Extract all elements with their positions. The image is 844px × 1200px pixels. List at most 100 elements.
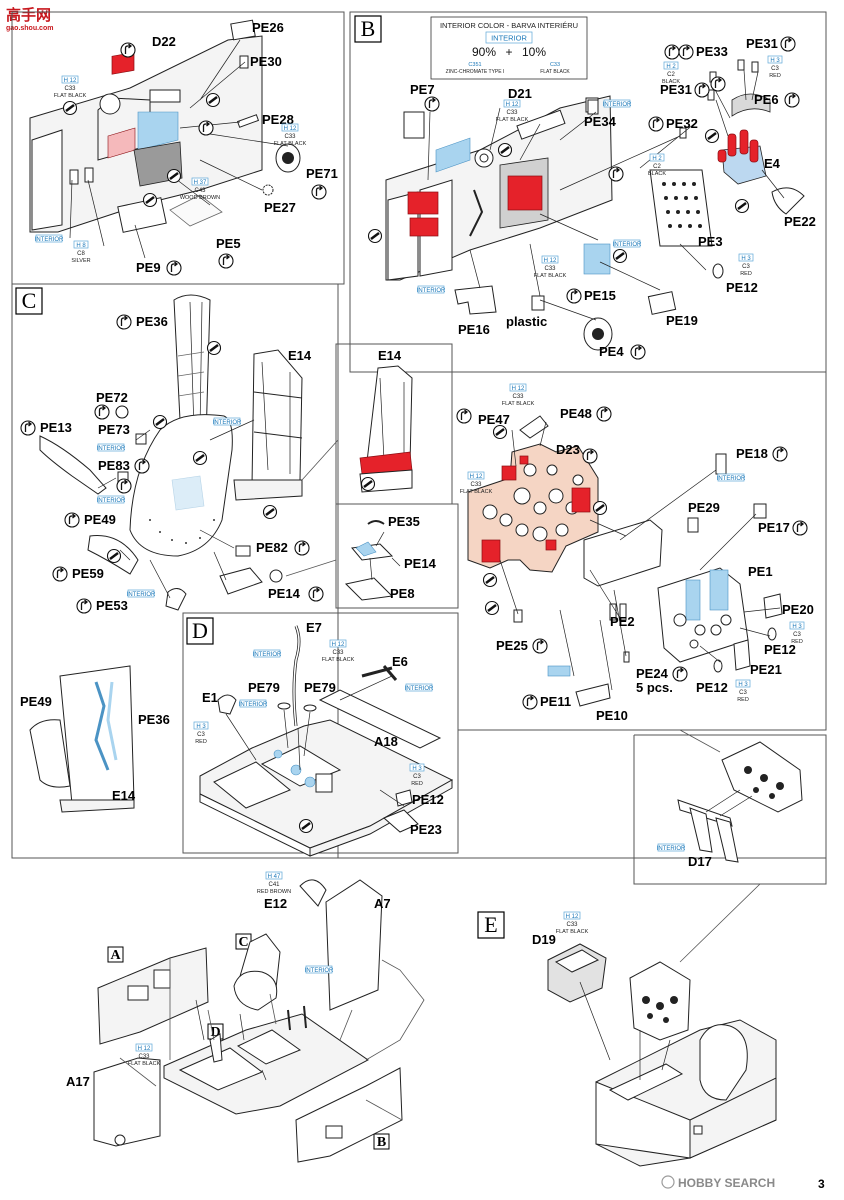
label-pe26: PE26 (252, 20, 284, 35)
label-pe12-e: PE12 (764, 642, 796, 657)
svg-text:INTERIOR: INTERIOR (97, 498, 126, 504)
svg-text:H 12: H 12 (506, 102, 519, 108)
label-pe6: PE6 (754, 92, 779, 107)
mix-name-1: ZINC-CHROMATE TYPE I (446, 69, 505, 75)
label-pe14-c: PE14 (268, 586, 301, 601)
color-code-a-h37-c43: H 37 C43 WOOD BROWN (180, 177, 220, 201)
label-pe53: PE53 (96, 598, 128, 613)
color-code-c-interior-b: INTERIOR (97, 443, 126, 452)
color-code-b-h2-c2-b: H 2 C2 BLACK (648, 153, 666, 177)
d23-holes (482, 463, 584, 542)
color-code-b-interior-a: INTERIOR (603, 99, 632, 108)
color-code-a-h12-c33: H 12 C33 FLAT BLACK (54, 75, 87, 99)
interior-color-legend: INTERIOR COLOR - BARVA INTERIÉRU INTERIO… (430, 16, 588, 80)
label-a7: A7 (374, 896, 391, 911)
logo-cn: 高手网 (6, 6, 51, 24)
label-pe24: PE24 (636, 666, 669, 681)
color-code-i-h12-c33-a: H 12 C33 FLAT BLACK (502, 383, 535, 407)
color-code-b-h12-c33: H 12 C33 FLAT BLACK (496, 99, 529, 123)
svg-text:BLACK: BLACK (662, 79, 680, 85)
interior-color-tag: INTERIOR (491, 34, 527, 43)
label-pe8: PE8 (390, 586, 415, 601)
label-pe27: PE27 (264, 200, 296, 215)
svg-text:C33: C33 (284, 134, 296, 140)
label-pe79-b: PE79 (304, 680, 336, 695)
section-e-marker: E (484, 912, 497, 937)
label-pe29: PE29 (688, 500, 720, 515)
label-pe73: PE73 (98, 422, 130, 437)
label-pe9: PE9 (136, 260, 161, 275)
svg-text:H 3: H 3 (196, 724, 206, 730)
label-e1: E1 (202, 690, 218, 705)
label-a17: A17 (66, 1074, 90, 1089)
svg-text:RED: RED (740, 271, 752, 277)
label-pe2: PE2 (610, 614, 635, 629)
svg-text:FLAT BLACK: FLAT BLACK (534, 273, 567, 279)
label-pe82: PE82 (256, 540, 288, 555)
watermark-text: HOBBY SEARCH (678, 1176, 775, 1190)
label-pe31-a: PE31 (746, 36, 778, 51)
svg-text:WOOD BROWN: WOOD BROWN (180, 195, 220, 201)
label-pe4: PE4 (599, 344, 624, 359)
svg-text:FLAT BLACK: FLAT BLACK (496, 117, 529, 123)
svg-text:C3: C3 (793, 632, 801, 638)
label-a18: A18 (374, 734, 398, 749)
label-pe1: PE1 (748, 564, 773, 579)
color-code-b-h3-c3-a: H 3 C3 RED (767, 55, 783, 79)
color-code-e-h12-c33: H 12 C33 FLAT BLACK (556, 911, 589, 935)
svg-text:FLAT BLACK: FLAT BLACK (54, 93, 87, 99)
color-code-d-interior-b: INTERIOR (405, 683, 434, 692)
svg-text:FLAT BLACK: FLAT BLACK (460, 489, 493, 495)
label-plastic: plastic (506, 314, 547, 329)
pe3-dots-grid (662, 182, 702, 228)
svg-text:H 12: H 12 (544, 258, 557, 264)
label-e4: E4 (764, 156, 781, 171)
section-b-small-marker: B (377, 1135, 386, 1150)
label-pe49-b: PE49 (20, 694, 52, 709)
label-e14-d: E14 (378, 348, 402, 363)
svg-text:H 3: H 3 (792, 624, 802, 630)
svg-text:C3: C3 (197, 732, 205, 738)
label-d21: D21 (508, 86, 532, 101)
svg-text:FLAT BLACK: FLAT BLACK (502, 401, 535, 407)
logo-url: gao.shou.com (6, 25, 53, 32)
color-code-a-interior: INTERIOR (35, 234, 64, 243)
svg-text:C3: C3 (739, 690, 747, 696)
label-pe83: PE83 (98, 458, 130, 473)
color-code-i-h3-c3-a: H 3 C3 RED (789, 621, 805, 645)
section-e-drawing (547, 943, 777, 1167)
svg-text:INTERIOR: INTERIOR (603, 102, 632, 108)
svg-text:H 12: H 12 (332, 642, 345, 648)
label-pe13: PE13 (40, 420, 72, 435)
section-markers: B C D E A C D B (15, 15, 505, 1150)
color-code-a-h8-c8: H 8 C8 SILVER (71, 240, 91, 264)
label-d22: D22 (152, 34, 176, 49)
svg-text:C3: C3 (413, 774, 421, 780)
label-pe31-b: PE31 (660, 82, 692, 97)
color-code-a-h12-c33-b: H 12 C33 FLAT BLACK (274, 123, 307, 147)
label-pe17: PE17 (758, 520, 790, 535)
label-e14-b: E14 (112, 788, 136, 803)
mix-pct-1: 90% (472, 45, 496, 59)
label-pe25: PE25 (496, 638, 528, 653)
color-code-bottom-interior: INTERIOR (305, 965, 334, 974)
label-pe36-c: PE36 (136, 314, 168, 329)
svg-text:H 47: H 47 (268, 874, 281, 880)
color-code-bottom-h12-c33: H 12 C33 FLAT BLACK (128, 1043, 161, 1067)
interior-color-title: INTERIOR COLOR - BARVA INTERIÉRU (440, 21, 578, 30)
svg-text:FLAT BLACK: FLAT BLACK (322, 657, 355, 663)
svg-text:C3: C3 (742, 264, 750, 270)
section-d-small-marker: D (210, 1025, 220, 1040)
label-pe59: PE59 (72, 566, 104, 581)
color-code-b-interior-c: INTERIOR (417, 285, 446, 294)
label-pe24-count: 5 pcs. (636, 680, 673, 695)
svg-text:C33: C33 (138, 1054, 150, 1060)
label-pe71: PE71 (306, 166, 338, 181)
bottom-assembly-drawing (93, 879, 425, 1163)
label-pe20: PE20 (782, 602, 814, 617)
svg-text:C33: C33 (544, 266, 556, 272)
svg-text:FLAT BLACK: FLAT BLACK (274, 141, 307, 147)
svg-text:H 12: H 12 (470, 474, 483, 480)
svg-text:INTERIOR: INTERIOR (253, 652, 282, 658)
